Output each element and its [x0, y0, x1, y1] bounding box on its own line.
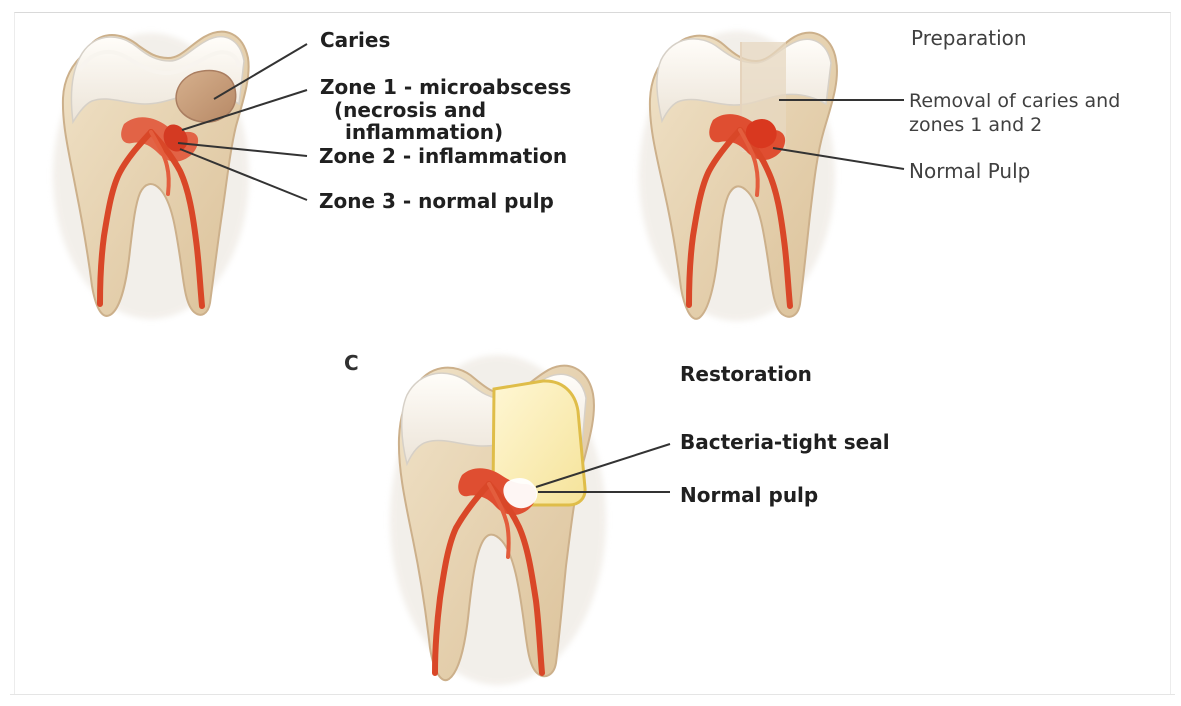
zone-1-label: Zone 1 - microabscess [320, 76, 571, 98]
removal-label-line-1: Removal of caries and [909, 91, 1120, 112]
panel-c-label: C [344, 353, 359, 373]
restoration-label: Restoration [680, 363, 812, 385]
normal-pulp-label-b: Normal Pulp [909, 160, 1030, 182]
zone-1-subtitle-1: (necrosis and [334, 99, 486, 121]
seal-label: Bacteria-tight seal [680, 431, 890, 453]
zone-3-label: Zone 3 - normal pulp [319, 190, 554, 212]
caries-label: Caries [320, 29, 390, 51]
normal-pulp-label-c: Normal pulp [680, 484, 818, 506]
zone-2-label: Zone 2 - inflammation [319, 145, 567, 167]
removal-label-line-2: zones 1 and 2 [909, 115, 1042, 136]
page-edge [10, 694, 1175, 695]
zone-1-subtitle-2: inflammation) [345, 121, 503, 143]
preparation-label: Preparation [911, 27, 1027, 49]
